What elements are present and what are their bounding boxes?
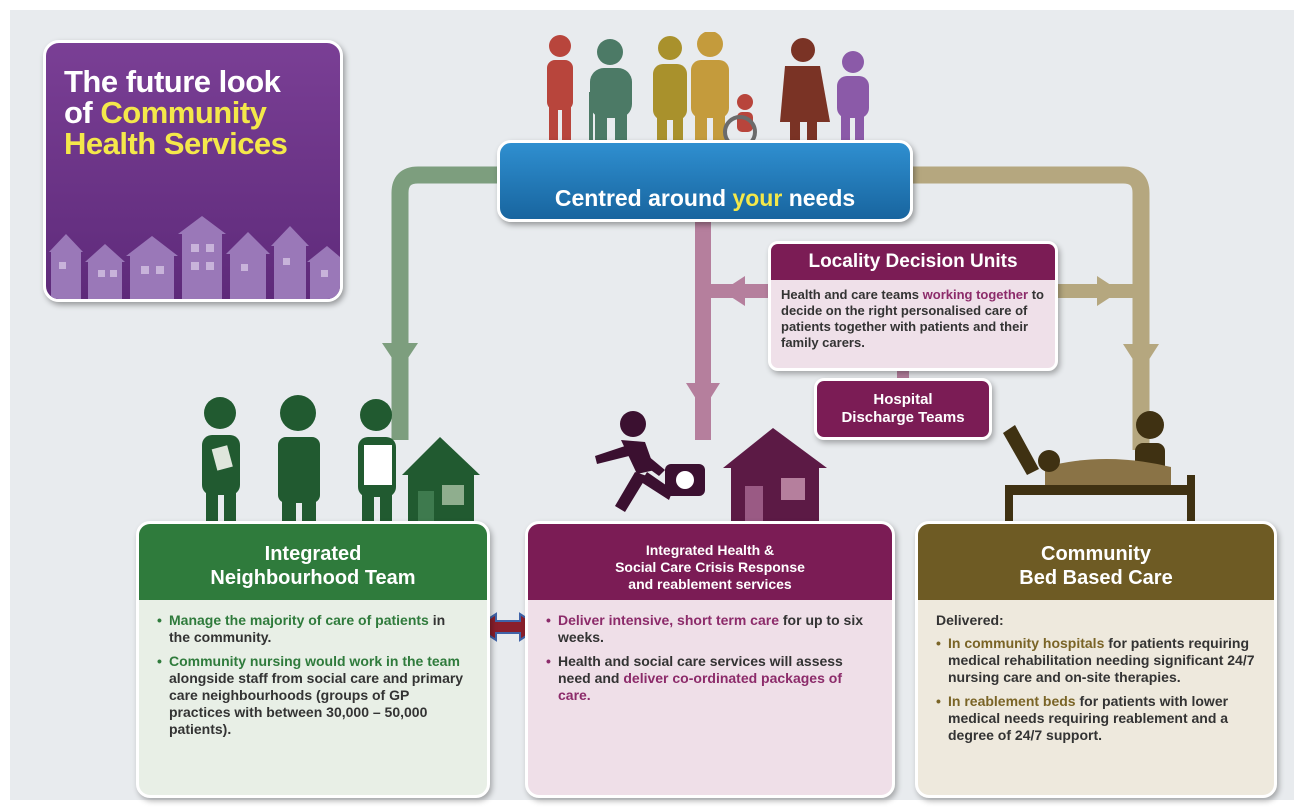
- houses-skyline-icon: [49, 216, 340, 299]
- brown-down-arrow: [1123, 344, 1159, 372]
- locality-decision-units-box: Locality Decision Units Health and care …: [768, 241, 1058, 371]
- bullet-text: for up to six weeks.: [558, 612, 864, 645]
- bed-heading-line1: Community: [1041, 543, 1151, 565]
- list-item: Deliver intensive, short term care for u…: [546, 612, 874, 646]
- centred-around-needs-banner: Centred around your needs: [497, 140, 913, 222]
- bullet-highlight: Deliver intensive, short term care: [558, 612, 779, 628]
- title-line2-highlight: Community: [100, 95, 267, 130]
- ldu-text-highlight: working together: [922, 287, 1029, 302]
- hdt-line1: Hospital: [873, 391, 933, 408]
- bullet-highlight: Manage the majority of care of patients: [169, 612, 429, 628]
- bed-heading-line2: Bed Based Care: [1019, 567, 1173, 589]
- hospital-bed-icon: [998, 411, 1202, 560]
- bullet-highlight: In community hospitals: [948, 635, 1105, 651]
- list-item: Manage the majority of care of patients …: [157, 612, 469, 646]
- bed-lead-text: Delivered:: [936, 612, 1004, 628]
- infographic-canvas: The future look of Community Health Serv…: [10, 10, 1294, 800]
- centre-text-before: Centred around: [554, 185, 727, 211]
- neighbourhood-team-panel: Integrated Neighbourhood Team Manage the…: [136, 521, 490, 798]
- bullet-text: for patients requiring medical rehabilit…: [948, 635, 1255, 685]
- crisis-response-panel: Integrated Health & Social Care Crisis R…: [525, 521, 895, 798]
- ldu-text-before: Health and care teams: [781, 287, 920, 302]
- ldu-text-after: to decide on the right personalised care…: [781, 287, 1044, 350]
- crisis-heading-line3: and reablement services: [628, 576, 792, 592]
- bed-based-care-panel: Community Bed Based Care Delivered: In c…: [915, 521, 1277, 798]
- neighbourhood-heading-line2: Neighbourhood Team: [210, 567, 416, 589]
- bullet-text: in the community.: [169, 612, 446, 645]
- title-line3: Health Services: [64, 126, 288, 161]
- green-down-arrow: [382, 343, 418, 370]
- neighbourhood-heading-line1: Integrated: [264, 543, 362, 565]
- crisis-heading-line2: Social Care Crisis Response: [615, 559, 805, 575]
- connector-lines: [382, 166, 1159, 642]
- hdt-line2: Discharge Teams: [841, 409, 965, 426]
- ldu-body: Health and care teams working together t…: [771, 280, 1055, 358]
- hospital-discharge-teams-box: Hospital Discharge Teams: [814, 378, 992, 440]
- centre-text-highlight: your: [732, 185, 783, 211]
- bullet-text: for patients with lower medical needs re…: [948, 693, 1229, 743]
- neighbourhood-team-content: Manage the majority of care of patients …: [139, 600, 487, 757]
- crisis-runner-icon: [595, 411, 827, 524]
- bullet-highlight: Community nursing would work in the team: [169, 653, 460, 669]
- title-line1: The future look: [64, 64, 281, 99]
- bed-based-care-content: Delivered: In community hospitals for pa…: [918, 600, 1274, 763]
- bullet-text: alongside staff from social care and pri…: [169, 670, 464, 737]
- health-staff-icon: [202, 395, 480, 533]
- plum-left-arrow: [722, 276, 745, 306]
- crisis-response-content: Deliver intensive, short term care for u…: [528, 600, 892, 723]
- bullet-text: Health and social care services will ass…: [558, 653, 843, 686]
- crisis-response-heading: Integrated Health & Social Care Crisis R…: [528, 524, 892, 600]
- list-item: Health and social care services will ass…: [546, 653, 874, 704]
- neighbourhood-team-heading: Integrated Neighbourhood Team: [139, 524, 487, 600]
- title-line2: of Community: [64, 95, 267, 130]
- centre-banner-text: Centred around your needs: [500, 185, 910, 212]
- plum-down-arrow: [686, 383, 720, 410]
- brown-right-arrow: [1097, 276, 1120, 306]
- bed-based-care-heading: Community Bed Based Care: [918, 524, 1274, 600]
- centre-text-after: needs: [788, 185, 856, 211]
- crisis-heading-line1: Integrated Health &: [645, 542, 775, 558]
- people-group-icon: [547, 32, 869, 147]
- ldu-heading: Locality Decision Units: [771, 244, 1055, 280]
- list-item: In community hospitals for patients requ…: [936, 635, 1256, 686]
- bullet-highlight: deliver co-ordinated packages of care.: [558, 670, 842, 703]
- title-line2-prefix: of: [64, 95, 93, 130]
- bullet-highlight: In reablement beds: [948, 693, 1076, 709]
- title-card: The future look of Community Health Serv…: [43, 40, 343, 302]
- list-item: In reablement beds for patients with low…: [936, 693, 1256, 744]
- list-item: Community nursing would work in the team…: [157, 653, 469, 738]
